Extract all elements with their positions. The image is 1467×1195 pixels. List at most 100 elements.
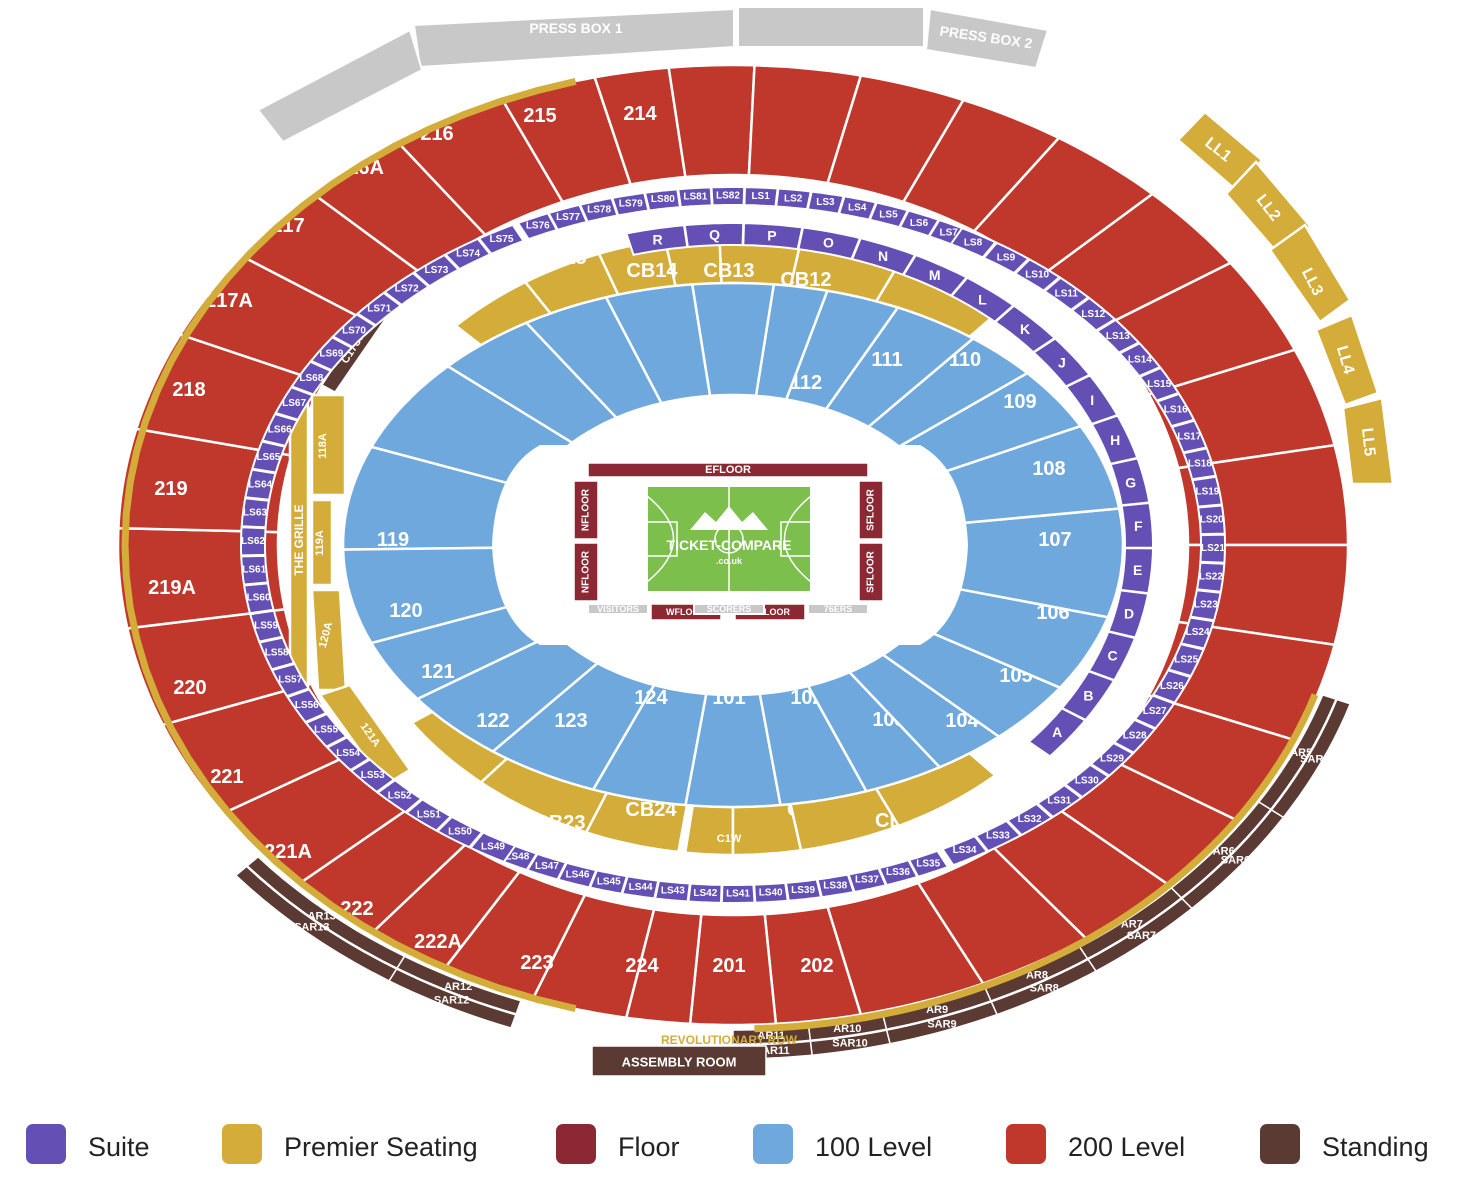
suite-ls8[interactable]: LS8	[949, 226, 998, 259]
bench-visitors[interactable]: VISITORS	[587, 603, 649, 615]
suite-ls78[interactable]: LS78	[578, 196, 619, 223]
standing-10-sar[interactable]: SAR10	[809, 1029, 891, 1057]
suite-ls38[interactable]: LS38	[816, 873, 856, 899]
section-214[interactable]: 214	[623, 63, 756, 179]
suite-j[interactable]: J	[1032, 337, 1092, 388]
revolutionary-row[interactable]: REVOLUTIONARY ROW	[121, 77, 1319, 1047]
suite-ls22[interactable]: LS22	[1195, 561, 1226, 593]
section-118a[interactable]: 118A	[310, 393, 347, 497]
suite-ls42[interactable]: LS42	[687, 882, 723, 904]
suite-ls37[interactable]: LS37	[847, 867, 888, 894]
suite-ls15[interactable]: LS15	[1138, 366, 1180, 402]
bench-scorers[interactable]: SCORERS	[693, 603, 765, 615]
suite-ls19[interactable]: LS19	[1191, 475, 1223, 508]
suite-ls74[interactable]: LS74	[443, 237, 492, 271]
suite-ls62[interactable]: LS62	[240, 526, 267, 557]
suite-ls21[interactable]: LS21	[1199, 533, 1226, 564]
suite-ls50[interactable]: LS50	[435, 815, 484, 849]
suite-ls29[interactable]: LS29	[1089, 741, 1135, 777]
section-ll2[interactable]: LL2	[1224, 160, 1312, 258]
suite-ls66[interactable]: LS66	[260, 412, 300, 447]
suite-ls80[interactable]: LS80	[643, 188, 682, 212]
section-ll3[interactable]: LL3	[1268, 223, 1352, 324]
floor-sfloor-2[interactable]: SFLOOR	[858, 542, 884, 602]
suite-ls73[interactable]: LS73	[412, 253, 461, 288]
suite-ls70[interactable]: LS70	[331, 313, 377, 349]
suite-l[interactable]: L	[950, 276, 1016, 323]
suite-ls82[interactable]: LS82	[710, 186, 746, 207]
suite-g[interactable]: G	[1109, 457, 1151, 507]
bench-76ers[interactable]: 76ERS	[807, 603, 869, 615]
suite-ls69[interactable]: LS69	[309, 336, 354, 372]
standing-13-sar[interactable]: SAR13	[234, 865, 398, 982]
suite-h[interactable]: H	[1090, 414, 1139, 465]
suite-ls71[interactable]: LS71	[355, 291, 403, 327]
suite-ls51[interactable]: LS51	[404, 798, 453, 832]
suite-ls32[interactable]: LS32	[1005, 802, 1054, 837]
suite-p[interactable]: P	[742, 222, 804, 251]
suite-ls13[interactable]: LS13	[1095, 318, 1141, 354]
suite-ls31[interactable]: LS31	[1035, 783, 1083, 819]
suite-ls54[interactable]: LS54	[325, 736, 371, 772]
suite-ls10[interactable]: LS10	[1013, 258, 1062, 292]
suite-ls1[interactable]: LS1	[743, 186, 779, 208]
suite-ls64[interactable]: LS64	[244, 468, 277, 501]
suite-r[interactable]: R	[625, 224, 689, 256]
suite-m[interactable]: M	[902, 253, 969, 297]
suite-ls72[interactable]: LS72	[383, 271, 431, 307]
section-124[interactable]: 124	[591, 683, 708, 807]
suite-f[interactable]: F	[1120, 501, 1154, 549]
floor-nfloor-1[interactable]: NFLOOR	[573, 480, 599, 540]
section-123[interactable]: 123	[490, 661, 657, 792]
suite-k[interactable]: K	[993, 304, 1057, 354]
suite-ls3[interactable]: LS3	[806, 190, 845, 215]
section-120a[interactable]: 120A	[310, 588, 348, 692]
suite-q[interactable]: Q	[683, 222, 745, 249]
suite-i[interactable]: I	[1064, 374, 1119, 426]
suite-ls68[interactable]: LS68	[290, 360, 333, 396]
standing-13-ar[interactable]: AR13	[246, 855, 406, 970]
floor-efloor[interactable]: EFLOOR	[587, 462, 869, 478]
suite-ls27[interactable]: LS27	[1133, 694, 1176, 730]
press-box-1-wing[interactable]	[256, 28, 424, 144]
suite-ls67[interactable]: LS67	[274, 386, 315, 421]
suite-c[interactable]: C	[1087, 630, 1137, 682]
suite-n[interactable]: N	[850, 237, 917, 276]
suite-ls39[interactable]: LS39	[784, 878, 823, 902]
suite-ls12[interactable]: LS12	[1070, 296, 1117, 332]
suite-ls20[interactable]: LS20	[1196, 504, 1226, 536]
suite-b[interactable]: B	[1060, 670, 1116, 722]
suite-ls81[interactable]: LS81	[677, 186, 713, 209]
press-box-1-center[interactable]	[737, 6, 925, 48]
suite-ls41[interactable]: LS41	[720, 883, 756, 904]
section-111[interactable]: 111	[823, 306, 976, 429]
suite-ls26[interactable]: LS26	[1151, 669, 1192, 704]
suite-ls60[interactable]: LS60	[243, 582, 275, 615]
section-119a[interactable]: 119A	[310, 498, 334, 587]
suite-ls25[interactable]: LS25	[1166, 643, 1206, 678]
suite-ls11[interactable]: LS11	[1042, 276, 1090, 312]
section-112[interactable]: 112	[784, 289, 900, 411]
floor-nfloor-2[interactable]: NFLOOR	[573, 542, 599, 602]
suite-ls28[interactable]: LS28	[1112, 718, 1157, 754]
suite-e[interactable]: E	[1119, 547, 1155, 595]
suite-a[interactable]: A	[1027, 707, 1087, 758]
suite-ls43[interactable]: LS43	[653, 879, 691, 903]
section-ll1[interactable]: LL1	[1176, 110, 1264, 194]
club-c1w[interactable]: C1W	[717, 833, 742, 845]
suite-ls34[interactable]: LS34	[940, 834, 989, 867]
suite-ls57[interactable]: LS57	[270, 662, 311, 698]
suite-ls75[interactable]: LS75	[477, 223, 526, 256]
suite-ls9[interactable]: LS9	[982, 241, 1031, 275]
suite-ls53[interactable]: LS53	[349, 758, 396, 794]
suite-ls16[interactable]: LS16	[1155, 392, 1196, 428]
section-202[interactable]: 202	[624, 908, 834, 1026]
section-104[interactable]: 104	[847, 653, 1002, 769]
suite-ls56[interactable]: LS56	[286, 688, 328, 724]
suite-ls52[interactable]: LS52	[376, 778, 424, 814]
suite-ls30[interactable]: LS30	[1063, 763, 1111, 799]
suite-ls61[interactable]: LS61	[240, 554, 270, 586]
press-box-2[interactable]: PRESS BOX 2	[924, 7, 1050, 70]
assembly-room[interactable]: ASSEMBLY ROOM	[591, 1045, 767, 1077]
section-107[interactable]: 107	[942, 507, 1125, 619]
